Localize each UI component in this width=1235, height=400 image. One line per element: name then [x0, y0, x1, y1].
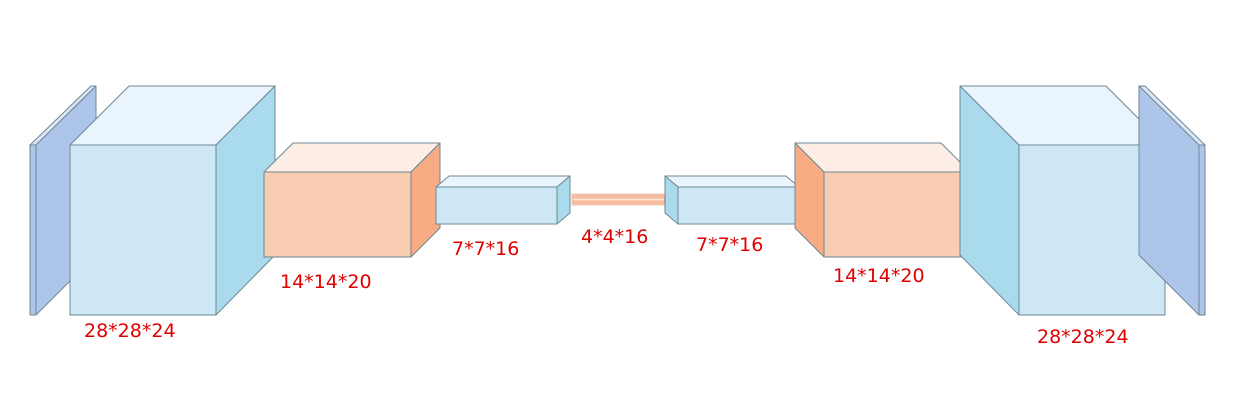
- decoder-output-plane: [1138, 85, 1206, 316]
- decoder-block-14x14x20: [794, 142, 971, 258]
- label-decoder-output: 28*28*24: [1037, 326, 1129, 348]
- label-encoder-conv3: 7*7*16: [452, 238, 519, 260]
- encoder-block-28x28x24: [69, 85, 276, 316]
- label-encoder-conv2: 14*14*20: [280, 271, 372, 293]
- label-encoder-input: 28*28*24: [84, 320, 176, 342]
- latent-bar-4x4x16: [571, 193, 666, 206]
- label-latent: 4*4*16: [581, 226, 648, 248]
- label-decoder-conv1: 7*7*16: [696, 234, 763, 256]
- label-decoder-conv2: 14*14*20: [833, 265, 925, 287]
- decoder-block-7x7x16: [664, 175, 800, 225]
- encoder-block-14x14x20: [263, 142, 441, 258]
- encoder-block-7x7x16: [435, 175, 571, 225]
- decoder-block-28x28x24: [959, 85, 1166, 316]
